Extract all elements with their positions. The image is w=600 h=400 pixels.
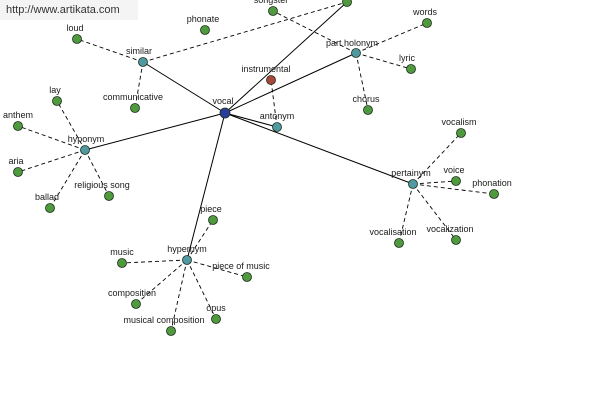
node-anthem[interactable] xyxy=(13,121,23,131)
edge-hyponym-ballad xyxy=(49,149,86,209)
edge-vocal-antonym xyxy=(224,112,278,128)
node-vocalism[interactable] xyxy=(456,128,466,138)
edge-vocal-similar xyxy=(142,61,226,114)
label-hypernym[interactable]: hypernym xyxy=(167,244,207,254)
edge-hyponym-religious-song xyxy=(84,149,110,197)
label-ballad[interactable]: ballad xyxy=(35,192,59,202)
node-aria[interactable] xyxy=(13,167,23,177)
edge-hypernym-music xyxy=(121,259,188,264)
edge-part-holonym-songster xyxy=(272,10,357,54)
node-similar[interactable] xyxy=(138,57,148,67)
label-phonation[interactable]: phonation xyxy=(472,178,512,188)
node-hyponym[interactable] xyxy=(80,145,90,155)
label-music[interactable]: music xyxy=(110,247,134,257)
label-similar[interactable]: similar xyxy=(126,46,152,56)
node-chorus[interactable] xyxy=(363,105,373,115)
edge-vocal-hyponym xyxy=(84,112,226,151)
node-piece[interactable] xyxy=(208,215,218,225)
edge-hypernym-piece-of-music xyxy=(186,259,248,278)
node-voice[interactable] xyxy=(451,176,461,186)
node-phonation[interactable] xyxy=(489,189,499,199)
node-composition[interactable] xyxy=(131,299,141,309)
label-chorus[interactable]: chorus xyxy=(352,94,380,104)
label-hyponym[interactable]: hyponym xyxy=(68,134,105,144)
label-musical-composition[interactable]: musical composition xyxy=(123,315,204,325)
edge-vocal-top-a xyxy=(224,1,348,114)
label-voice[interactable]: voice xyxy=(443,165,464,175)
label-lay[interactable]: lay xyxy=(49,85,61,95)
node-musical-composition[interactable] xyxy=(166,326,176,336)
edge-similar-top-a xyxy=(142,1,348,63)
label-anthem[interactable]: anthem xyxy=(3,110,33,120)
edge-part-holonym-chorus xyxy=(355,52,369,111)
label-aria[interactable]: aria xyxy=(8,156,23,166)
node-phonate[interactable] xyxy=(200,25,210,35)
label-pertainym[interactable]: pertainym xyxy=(391,168,431,178)
label-communicative[interactable]: communicative xyxy=(103,92,163,102)
label-piece-of-music[interactable]: piece of music xyxy=(212,261,270,271)
node-vocal[interactable] xyxy=(219,107,231,119)
node-words[interactable] xyxy=(422,18,432,28)
node-songster[interactable] xyxy=(268,6,278,16)
edge-hypernym-composition xyxy=(135,259,188,305)
node-lyric[interactable] xyxy=(406,64,416,74)
node-opus[interactable] xyxy=(211,314,221,324)
edge-hyponym-anthem xyxy=(17,125,86,151)
edge-hypernym-musical-composition xyxy=(170,259,188,332)
label-words[interactable]: words xyxy=(412,7,438,17)
label-antonym[interactable]: antonym xyxy=(260,111,295,121)
site-url-label[interactable]: http://www.artikata.com xyxy=(0,0,138,20)
node-vocalization[interactable] xyxy=(451,235,461,245)
node-ballad[interactable] xyxy=(45,203,55,213)
label-part-holonym[interactable]: part holonym xyxy=(326,38,378,48)
node-top-a[interactable] xyxy=(342,0,352,7)
edge-part-holonym-words xyxy=(355,22,428,54)
node-communicative[interactable] xyxy=(130,103,140,113)
node-antonym[interactable] xyxy=(272,122,282,132)
node-music[interactable] xyxy=(117,258,127,268)
label-piece[interactable]: piece xyxy=(200,204,222,214)
node-instrumental[interactable] xyxy=(266,75,276,85)
node-vocalisation[interactable] xyxy=(394,238,404,248)
edge-pertainym-vocalisation xyxy=(398,183,414,244)
edge-pertainym-vocalism xyxy=(412,132,462,185)
label-loud[interactable]: loud xyxy=(66,23,83,33)
edge-similar-communicative xyxy=(134,61,144,109)
labels-layer: vocal similar hyponym hypernym antonym part h… xyxy=(3,0,512,325)
label-vocalism[interactable]: vocalism xyxy=(441,117,476,127)
edge-hyponym-aria xyxy=(17,149,86,173)
node-loud[interactable] xyxy=(72,34,82,44)
edge-hyponym-lay xyxy=(56,100,86,151)
label-instrumental[interactable]: instrumental xyxy=(241,64,290,74)
edge-hypernym-opus xyxy=(186,259,217,320)
edge-vocal-hypernym xyxy=(186,112,226,261)
edge-pertainym-vocalization xyxy=(412,183,457,241)
edge-vocal-pertainym xyxy=(224,112,414,185)
label-opus[interactable]: opus xyxy=(206,303,226,313)
label-songster[interactable]: songster xyxy=(254,0,289,5)
node-religious-song[interactable] xyxy=(104,191,114,201)
label-composition[interactable]: composition xyxy=(108,288,156,298)
label-religious-song[interactable]: religious song xyxy=(74,180,130,190)
label-vocalization[interactable]: vocalization xyxy=(426,224,473,234)
edge-hypernym-piece xyxy=(186,219,214,261)
edge-similar-loud xyxy=(76,38,144,63)
node-part-holonym[interactable] xyxy=(351,48,361,58)
nodes-layer xyxy=(13,0,499,336)
label-vocalisation[interactable]: vocalisation xyxy=(369,227,416,237)
label-phonate[interactable]: phonate xyxy=(187,14,220,24)
node-lay[interactable] xyxy=(52,96,62,106)
edge-pertainym-voice xyxy=(412,180,457,185)
edges-layer xyxy=(17,1,495,332)
node-pertainym[interactable] xyxy=(408,179,418,189)
node-hypernym[interactable] xyxy=(182,255,192,265)
node-piece-of-music[interactable] xyxy=(242,272,252,282)
edge-part-holonym-lyric xyxy=(355,52,412,70)
edge-vocal-part-holonym xyxy=(224,52,357,114)
edge-antonym-instrumental xyxy=(270,79,278,128)
label-vocal[interactable]: vocal xyxy=(212,96,233,106)
label-lyric[interactable]: lyric xyxy=(399,53,415,63)
